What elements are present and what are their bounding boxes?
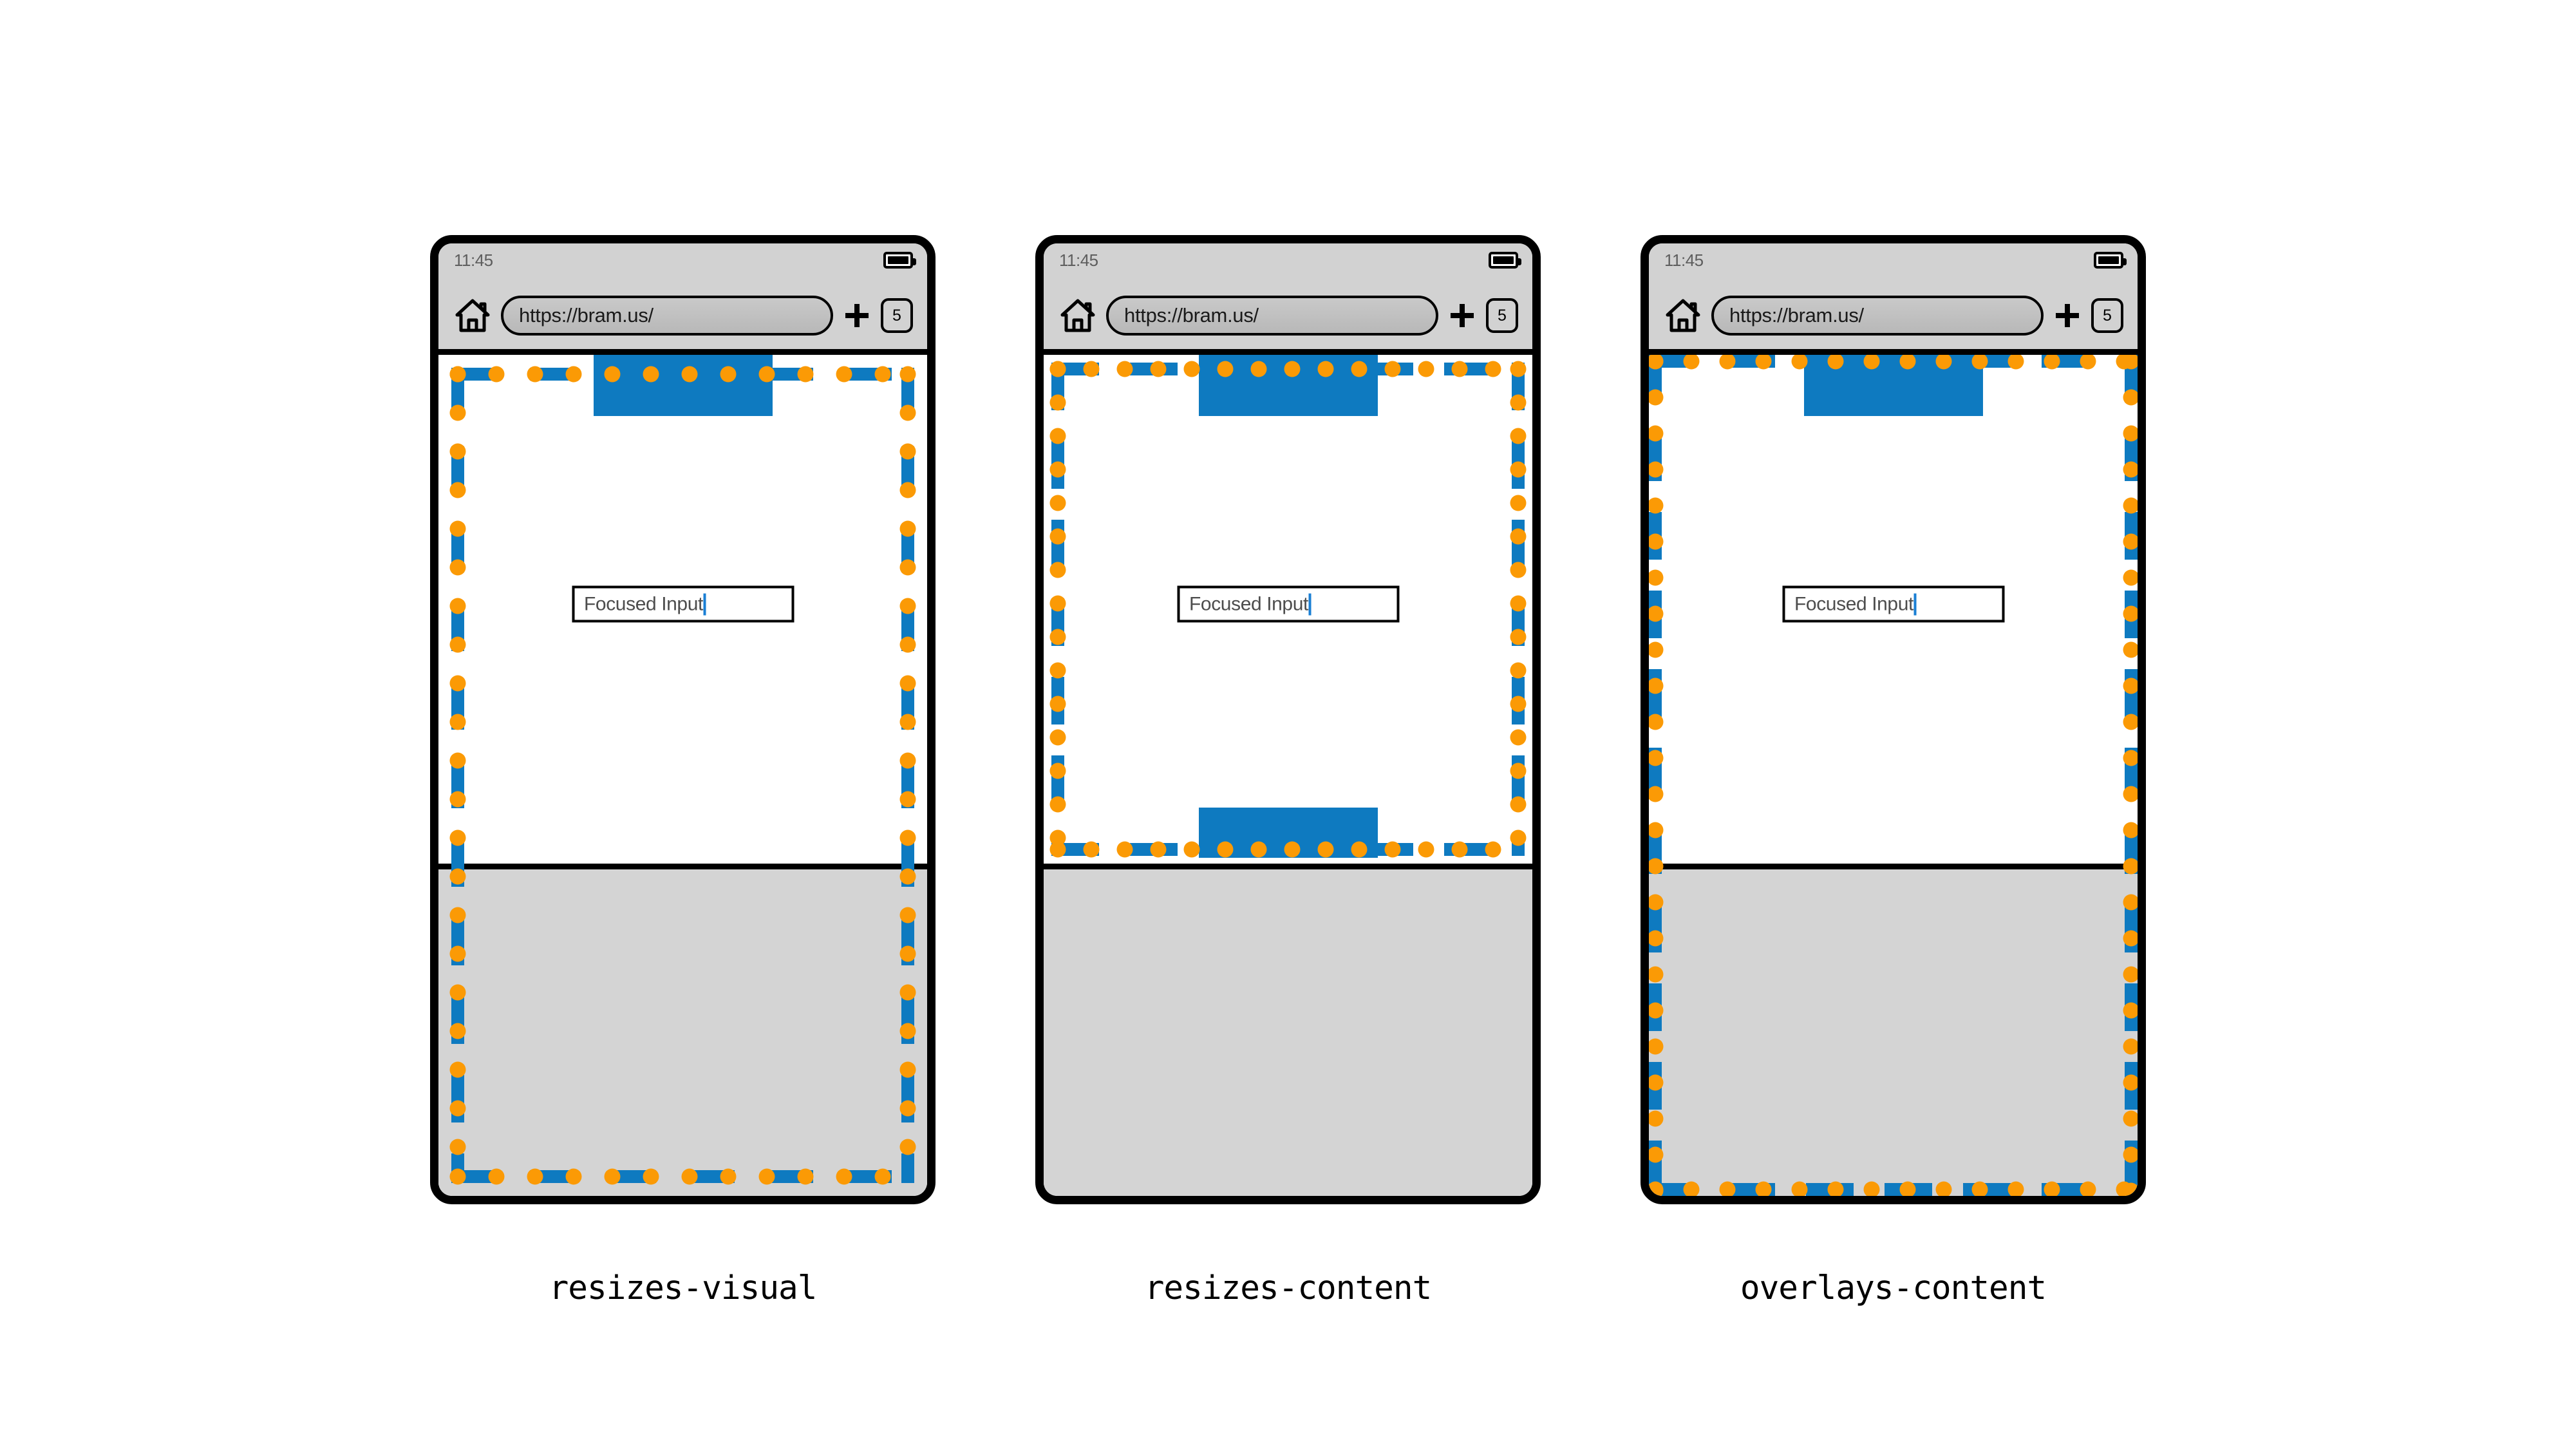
header-block xyxy=(593,355,773,416)
virtual-keyboard[interactable] xyxy=(1649,864,2138,1196)
tab-count-button[interactable]: 5 xyxy=(1486,298,1518,333)
tab-count-value: 5 xyxy=(892,306,901,325)
home-icon[interactable] xyxy=(455,299,490,332)
url-text: https://bram.us/ xyxy=(519,304,653,327)
status-clock: 11:45 xyxy=(1059,251,1098,270)
virtual-keyboard[interactable] xyxy=(438,864,927,1196)
focused-input-value: Focused Input xyxy=(1794,593,1913,615)
tab-count-value: 5 xyxy=(2103,306,2112,325)
status-bar: 11:45 xyxy=(1649,243,2138,282)
focused-input[interactable]: Focused Input xyxy=(1782,585,2004,623)
browser-chrome: 11:45 https://bram.us/ xyxy=(1044,243,1532,355)
home-icon[interactable] xyxy=(1060,299,1095,332)
tab-count-button[interactable]: 5 xyxy=(2091,298,2123,333)
header-block xyxy=(1198,355,1378,416)
footer-block xyxy=(1198,808,1378,858)
status-bar: 11:45 xyxy=(1044,243,1532,282)
plus-icon[interactable] xyxy=(844,303,870,328)
caption-resizes-content: resizes-content xyxy=(1144,1269,1433,1307)
browser-toolbar: https://bram.us/ 5 xyxy=(438,282,927,349)
browser-toolbar: https://bram.us/ 5 xyxy=(1044,282,1532,349)
url-text: https://bram.us/ xyxy=(1729,304,1864,327)
browser-chrome: 11:45 https://bram.us/ xyxy=(438,243,927,355)
url-bar[interactable]: https://bram.us/ xyxy=(1106,296,1438,336)
focused-input-value: Focused Input xyxy=(584,593,703,615)
plus-icon[interactable] xyxy=(1449,303,1475,328)
header-block xyxy=(1803,355,1983,416)
phone-frame: Focused Input 11:45 https://bram.us/ xyxy=(1641,235,2146,1204)
phone-frame: Focused Input 11:45 https://bram.us/ xyxy=(430,235,935,1204)
tab-count-value: 5 xyxy=(1498,306,1507,325)
caption-overlays-content: overlays-content xyxy=(1740,1269,2047,1307)
tab-count-button[interactable]: 5 xyxy=(881,298,913,333)
url-bar[interactable]: https://bram.us/ xyxy=(1711,296,2044,336)
battery-full-icon xyxy=(883,252,916,269)
battery-full-icon xyxy=(1489,252,1521,269)
home-icon[interactable] xyxy=(1666,299,1700,332)
browser-chrome: 11:45 https://bram.us/ xyxy=(1649,243,2138,355)
battery-full-icon xyxy=(2094,252,2127,269)
status-clock: 11:45 xyxy=(1664,251,1704,270)
status-clock: 11:45 xyxy=(454,251,493,270)
virtual-keyboard[interactable] xyxy=(1044,864,1532,1196)
focused-input[interactable]: Focused Input xyxy=(1177,585,1399,623)
plus-icon[interactable] xyxy=(2054,303,2080,328)
status-bar: 11:45 xyxy=(438,243,927,282)
url-text: https://bram.us/ xyxy=(1124,304,1259,327)
phone-frame: Focused Input 11:45 https://bram.us/ xyxy=(1035,235,1541,1204)
phone-panel-resizes-visual: Focused Input 11:45 https://bram.us/ xyxy=(430,235,935,1307)
phone-panel-overlays-content: Focused Input 11:45 https://bram.us/ xyxy=(1641,235,2146,1307)
text-caret xyxy=(1913,593,1917,616)
browser-toolbar: https://bram.us/ 5 xyxy=(1649,282,2138,349)
url-bar[interactable]: https://bram.us/ xyxy=(501,296,833,336)
focused-input[interactable]: Focused Input xyxy=(572,585,794,623)
phone-panel-resizes-content: Focused Input 11:45 https://bram.us/ xyxy=(1035,235,1541,1307)
text-caret xyxy=(703,593,706,616)
caption-resizes-visual: resizes-visual xyxy=(549,1269,818,1307)
text-caret xyxy=(1308,593,1312,616)
focused-input-value: Focused Input xyxy=(1189,593,1308,615)
